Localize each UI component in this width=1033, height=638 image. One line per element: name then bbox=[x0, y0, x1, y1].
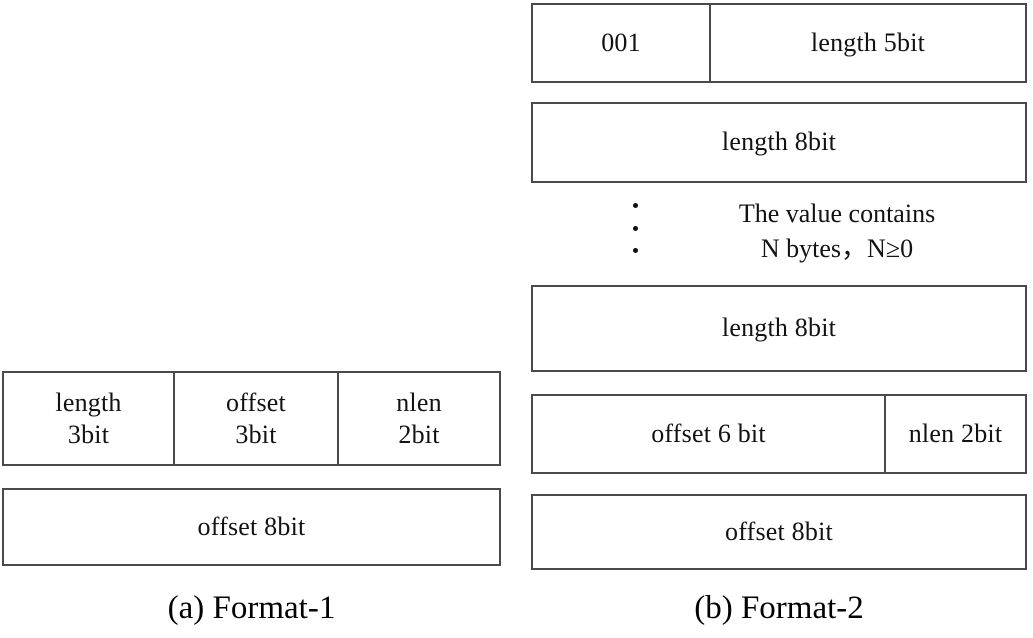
format1-cell-offset-8bit: offset 8bit bbox=[4, 490, 499, 564]
format1-cell-nlen-2bit: nlen 2bit bbox=[337, 373, 499, 464]
cell-label-line1: offset 6 bit bbox=[651, 418, 766, 448]
format1-cell-offset-3bit: offset 3bit bbox=[173, 373, 337, 464]
cell-label-line2: 3bit bbox=[235, 419, 277, 449]
format1-cell-length-3bit: length 3bit bbox=[4, 373, 173, 464]
format1-row-1: length 3bit offset 3bit nlen 2bit bbox=[2, 371, 501, 466]
format1-row-2: offset 8bit bbox=[2, 488, 501, 566]
format2-row-5: offset 8bit bbox=[531, 494, 1027, 570]
cell-label-line1: 001 bbox=[601, 27, 641, 57]
format2-value-annotation: The value contains N bytes，N≥0 bbox=[672, 196, 1002, 266]
caption-format-1: (a) Format-1 bbox=[167, 590, 336, 626]
format2-cell-nlen-2bit: nlen 2bit bbox=[884, 396, 1025, 472]
cell-label-line1: length 8bit bbox=[721, 313, 837, 343]
ellipsis-dot bbox=[632, 203, 638, 208]
cell-label-line1: nlen bbox=[396, 387, 442, 417]
cell-label-line1: offset 8bit bbox=[725, 516, 833, 546]
cell-label-line1: length bbox=[55, 387, 122, 417]
vertical-ellipsis-icon bbox=[631, 203, 639, 253]
format2-row-1: 001 length 5bit bbox=[531, 3, 1027, 83]
format2-cell-length-8bit-bottom: length 8bit bbox=[533, 287, 1025, 370]
cell-label-line1: length 5bit bbox=[810, 27, 926, 57]
format2-cell-offset-8bit: offset 8bit bbox=[533, 496, 1025, 568]
ellipsis-dot bbox=[632, 225, 638, 231]
cell-label-line1: offset bbox=[226, 387, 286, 417]
annotation-line-1: The value contains bbox=[738, 199, 936, 228]
format2-row-2: length 8bit bbox=[531, 102, 1027, 183]
ellipsis-dot bbox=[632, 248, 638, 253]
annotation-line-2: N bytes，N≥0 bbox=[760, 234, 914, 264]
cell-label-line1: offset 8bit bbox=[197, 511, 306, 541]
cell-label-line2: 2bit bbox=[398, 419, 440, 449]
format2-cell-offset-6bit: offset 6 bit bbox=[533, 396, 884, 472]
format2-cell-length-5bit: length 5bit bbox=[709, 5, 1025, 81]
cell-label-line1: length 8bit bbox=[721, 127, 837, 157]
format2-row-3: length 8bit bbox=[531, 285, 1027, 372]
format2-row-4: offset 6 bit nlen 2bit bbox=[531, 394, 1027, 474]
cell-label-line2: 3bit bbox=[67, 419, 110, 449]
format2-cell-length-8bit-top: length 8bit bbox=[533, 104, 1025, 181]
caption-format-2: (b) Format-2 bbox=[694, 590, 864, 626]
format2-cell-tag-001: 001 bbox=[533, 5, 709, 81]
cell-label-line1: nlen 2bit bbox=[908, 418, 1003, 448]
